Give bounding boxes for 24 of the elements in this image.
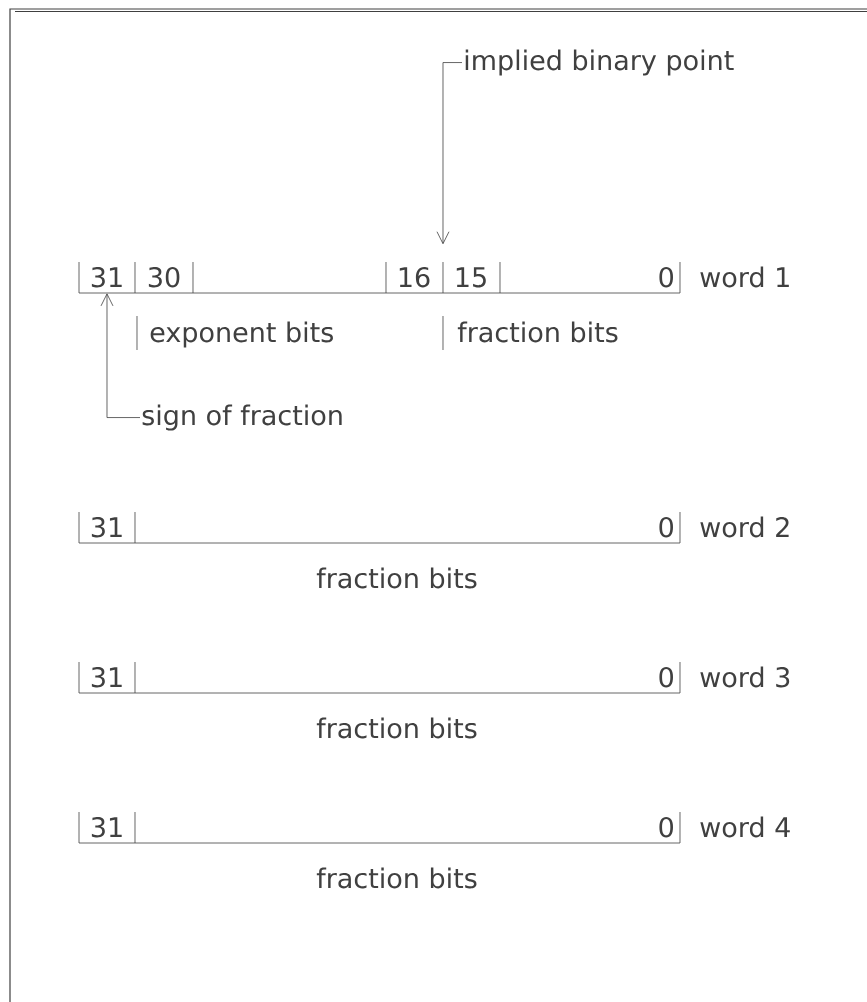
- callout-text: implied binary point: [465, 49, 734, 76]
- bit-number: 16: [399, 266, 430, 288]
- field-label: fraction bits: [457, 321, 618, 343]
- bit-number: 31: [91, 816, 122, 838]
- field-label: exponent bits: [150, 321, 333, 348]
- bit-number: 31: [91, 516, 122, 538]
- word-label: word 3: [700, 666, 790, 688]
- word-label: word 2: [700, 516, 789, 538]
- field-label: fraction bits: [316, 567, 477, 589]
- field-label: fraction bits: [316, 717, 477, 739]
- bit-number: 0: [659, 816, 673, 838]
- field-label: fraction bits: [316, 867, 477, 889]
- leader-line: [100, 293, 141, 418]
- bit-number: 0: [659, 266, 673, 288]
- bit-number: 31: [91, 666, 122, 688]
- bit-number: 15: [456, 267, 486, 288]
- bit-number: 0: [659, 666, 673, 688]
- leader-line: [436, 62, 463, 245]
- word-label: word 4: [700, 816, 790, 838]
- callout-text: sign of fraction: [142, 404, 342, 431]
- bit-number: 31: [91, 266, 122, 288]
- bit-number: 0: [659, 516, 673, 538]
- bit-number: 30: [148, 266, 180, 288]
- register-drawing: [78, 261, 681, 294]
